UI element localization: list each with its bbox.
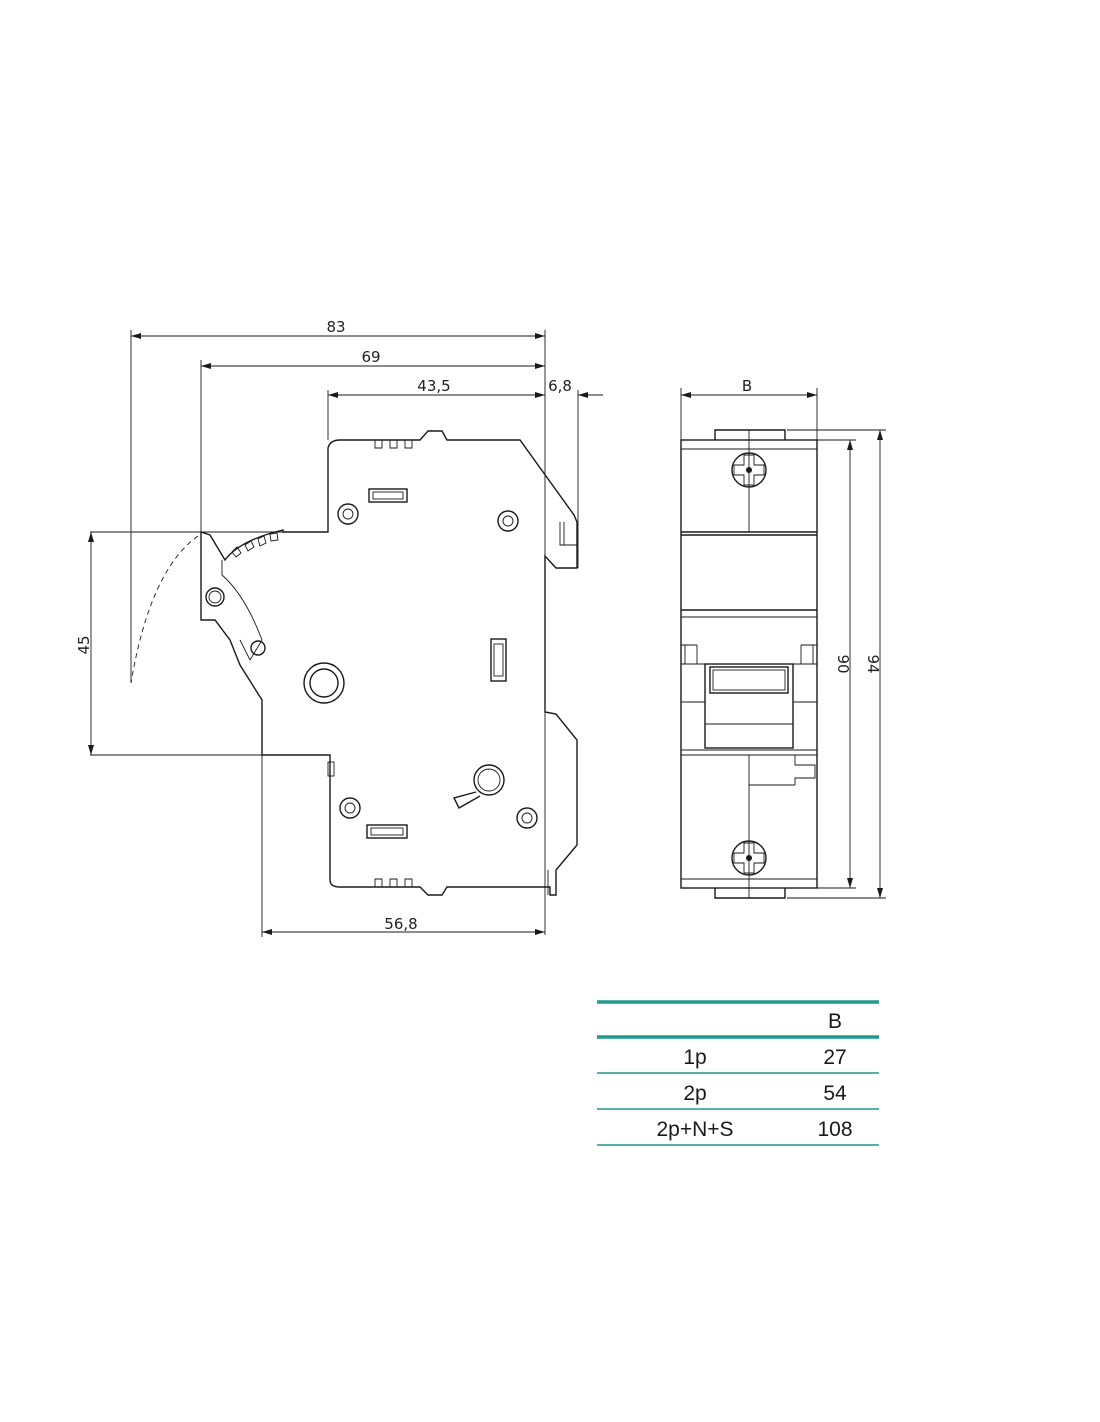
screw-icon xyxy=(731,840,767,876)
dim-45-label: 45 xyxy=(75,635,93,654)
dim-6-8-label: 6,8 xyxy=(548,377,572,395)
row-b-value: 54 xyxy=(823,1082,847,1105)
row-poles: 2p xyxy=(683,1082,706,1105)
dim-83-label: 83 xyxy=(326,318,345,336)
dim-94-label: 94 xyxy=(864,654,882,673)
row-b-value: 27 xyxy=(823,1046,846,1069)
rotary-knob-icon xyxy=(452,764,505,809)
row-b-value: 108 xyxy=(817,1118,852,1141)
table-row: 2p+N+S 108 xyxy=(656,1118,852,1141)
dim-43-5-label: 43,5 xyxy=(417,377,450,395)
row-poles: 2p+N+S xyxy=(656,1118,733,1141)
lever-swing-arc xyxy=(130,535,199,684)
dim-56-8-label: 56,8 xyxy=(384,915,417,933)
device-body-outline xyxy=(200,430,578,896)
indicator-circle xyxy=(303,662,345,704)
row-poles: 1p xyxy=(683,1046,706,1069)
table-row: 2p 54 xyxy=(683,1082,847,1105)
front-view: B 90 94 xyxy=(680,377,886,899)
table-row: 1p 27 xyxy=(683,1046,846,1069)
indicator-window xyxy=(709,666,789,694)
table-header-b: B xyxy=(828,1010,842,1033)
dim-69-label: 69 xyxy=(361,348,380,366)
dim-90-label: 90 xyxy=(834,654,852,673)
side-view: 83 69 43,5 6,8 45 56,8 xyxy=(75,318,603,937)
screw-icon xyxy=(731,452,767,488)
dim-b-label: B xyxy=(742,377,752,395)
terminal-screw-icon xyxy=(205,503,538,829)
width-table: B 1p 27 2p 54 2p+N+S 108 xyxy=(597,1000,879,1146)
